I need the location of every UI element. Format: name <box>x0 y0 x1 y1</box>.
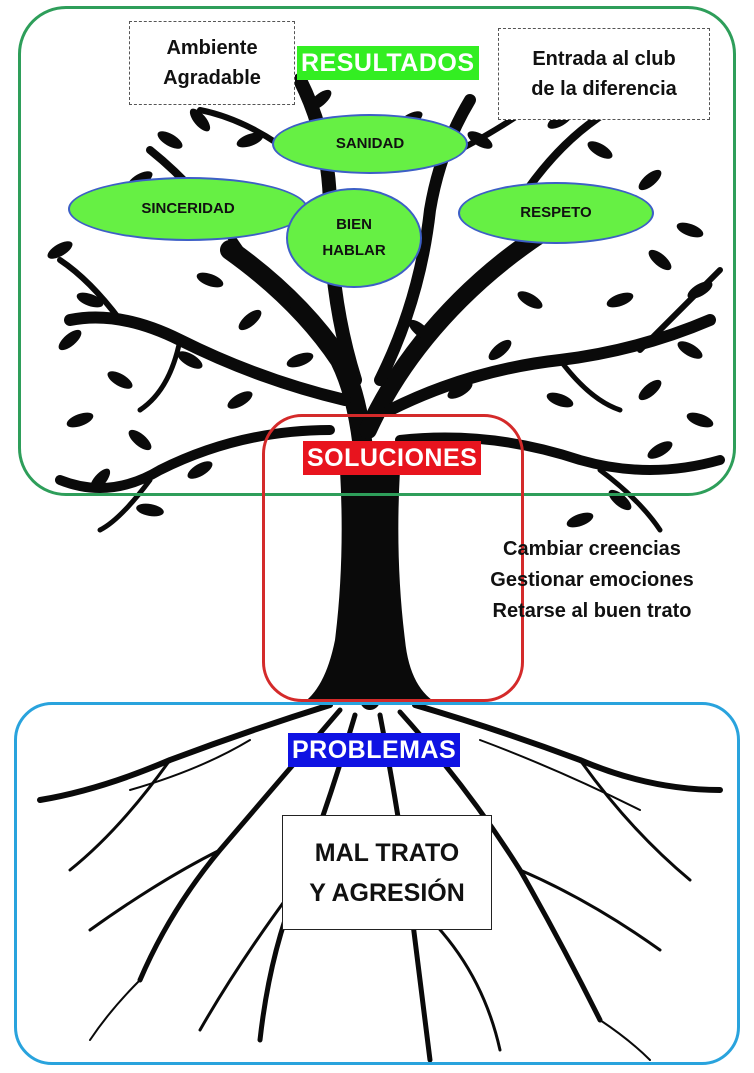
problem-line1: MAL TRATO <box>314 838 460 867</box>
value-oval-bien-hablar: BIEN HABLAR <box>286 188 422 288</box>
results-region <box>18 6 736 496</box>
note-ambiente-line2: Agradable <box>163 67 261 89</box>
solution-item: Retarse al buen trato <box>492 600 692 622</box>
note-club-line1: Entrada al club <box>532 48 676 70</box>
value-bien-hablar-line2: HABLAR <box>322 242 386 259</box>
value-bien-hablar-line1: BIEN <box>336 216 372 233</box>
note-ambiente-line1: Ambiente <box>166 37 258 59</box>
value-oval-sanidad: SANIDAD <box>272 114 468 174</box>
problems-label: PROBLEMAS <box>288 733 461 767</box>
value-oval-respeto: RESPETO <box>458 182 654 244</box>
problems-region <box>14 702 740 1065</box>
solution-item: Gestionar emociones <box>490 569 694 591</box>
solutions-region <box>262 414 524 702</box>
solutions-list: Cambiar creencias Gestionar emociones Re… <box>440 534 744 627</box>
problem-box: MAL TRATO Y AGRESIÓN <box>282 815 492 930</box>
solutions-label: SOLUCIONES <box>303 441 482 475</box>
value-oval-sinceridad: SINCERIDAD <box>68 177 308 241</box>
results-label: RESULTADOS <box>297 46 479 80</box>
note-entrada-club: Entrada al club de la diferencia <box>498 28 710 120</box>
solution-item: Cambiar creencias <box>503 538 681 560</box>
note-club-line2: de la diferencia <box>531 78 677 100</box>
note-ambiente-agradable: Ambiente Agradable <box>129 21 295 105</box>
problem-line2: Y AGRESIÓN <box>309 878 465 907</box>
